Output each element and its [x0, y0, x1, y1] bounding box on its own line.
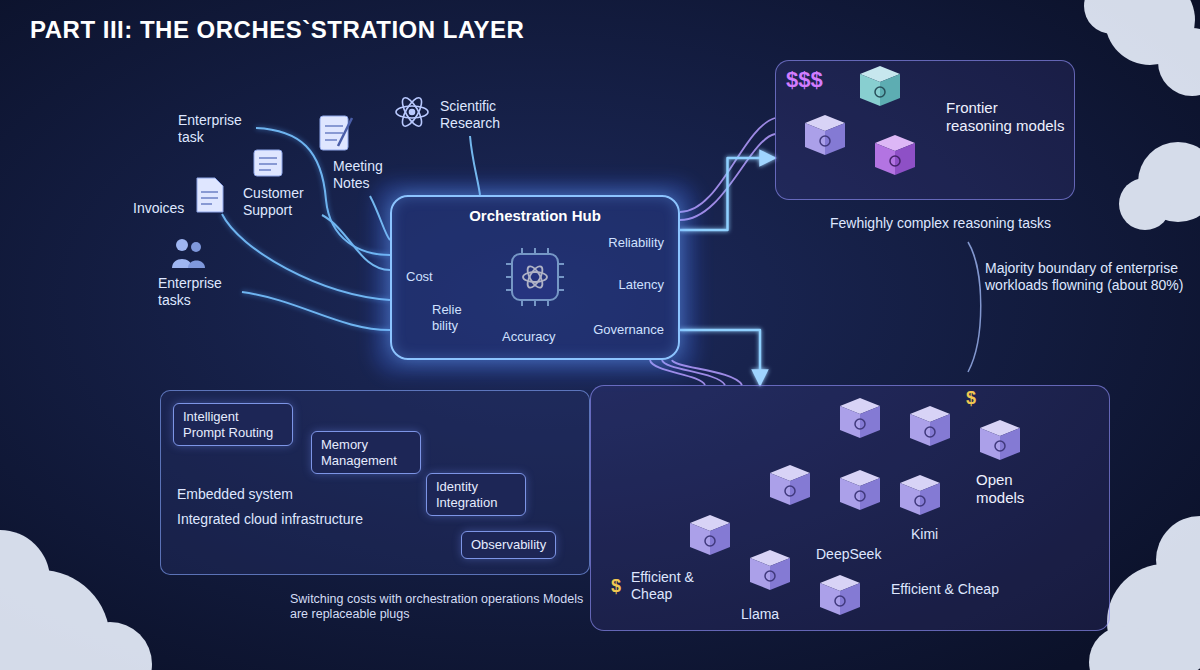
hub-title: Orchestration Hub: [392, 207, 678, 225]
cost-marker: $$$: [786, 67, 823, 93]
model-name: Llama: [741, 606, 779, 623]
platform-label: Open models: [976, 471, 1051, 507]
flow-note: Fewhighly complex reasoning tasks: [830, 215, 1051, 232]
infrastructure-band: Embedded systemIntegrated cloud infrastr…: [160, 390, 590, 575]
platform-label: Frontier reasoning models: [946, 99, 1066, 135]
band-label: Integrated cloud infrastructure: [177, 511, 363, 528]
boundary-bracket: [968, 242, 981, 372]
cost-marker: $: [611, 576, 621, 598]
flow-connector: [680, 158, 775, 230]
frontier-platform: $$$ Frontier reasoning models: [775, 60, 1075, 200]
platform-note: Efficient & Cheap: [631, 569, 711, 603]
model-name: DeepSeek: [816, 546, 881, 563]
hub-glow: [372, 180, 698, 376]
input-label: Enterprise tasks: [158, 275, 238, 309]
metric-label: Reliability: [608, 235, 664, 251]
module-chip: Identity Integration: [426, 473, 526, 516]
input-label: Scientific Research: [440, 98, 525, 132]
orchestration-hub: Orchestration HubCost ReliabilityLatencyR…: [390, 195, 680, 360]
model-name: Kimi: [911, 526, 938, 543]
people-icon: [172, 239, 205, 268]
node-text: Identity Integration: [436, 479, 516, 510]
node-text: Intelligent Prompt Routing: [183, 409, 283, 440]
boundary-note: Majority boundary of enterprise workload…: [985, 260, 1190, 294]
metric-label: Governance: [593, 322, 664, 338]
node-text: Memory Management: [321, 437, 411, 468]
input-label: Meeting Notes: [333, 158, 405, 192]
platform-note: Efficient & Cheap: [891, 581, 999, 598]
scroll-icon: [254, 150, 282, 176]
flow-connector: [680, 330, 760, 385]
metric-label: Cost: [406, 269, 433, 285]
metric-label: Accuracy: [502, 329, 555, 345]
node-text: Observability: [471, 537, 546, 553]
module-chip: Memory Management: [311, 431, 421, 474]
flow-connector: [429, 360, 432, 390]
open-models-platform: $ Open modelsKimiDeepSeekLlama Efficient &…: [590, 385, 1110, 631]
module-chip: Observability: [461, 531, 556, 559]
notepad-icon: [320, 116, 352, 150]
module-chip: Intelligent Prompt Routing: [173, 403, 293, 446]
input-label: Customer Support: [243, 185, 321, 219]
metric-label: Latency: [618, 277, 664, 293]
footnote: Switching costs with orchestration opera…: [290, 592, 585, 622]
atom-icon: [396, 95, 428, 129]
metric-label: Relie bility: [432, 302, 477, 333]
invoice-icon: [197, 178, 223, 212]
diagram-title: PART III: THE ORCHES`STRATION LAYER: [30, 16, 524, 45]
band-label: Embedded system: [177, 486, 293, 503]
cost-marker: $: [966, 388, 976, 410]
input-label: Invoices: [133, 200, 184, 217]
input-label: Enterprise task: [178, 112, 258, 146]
